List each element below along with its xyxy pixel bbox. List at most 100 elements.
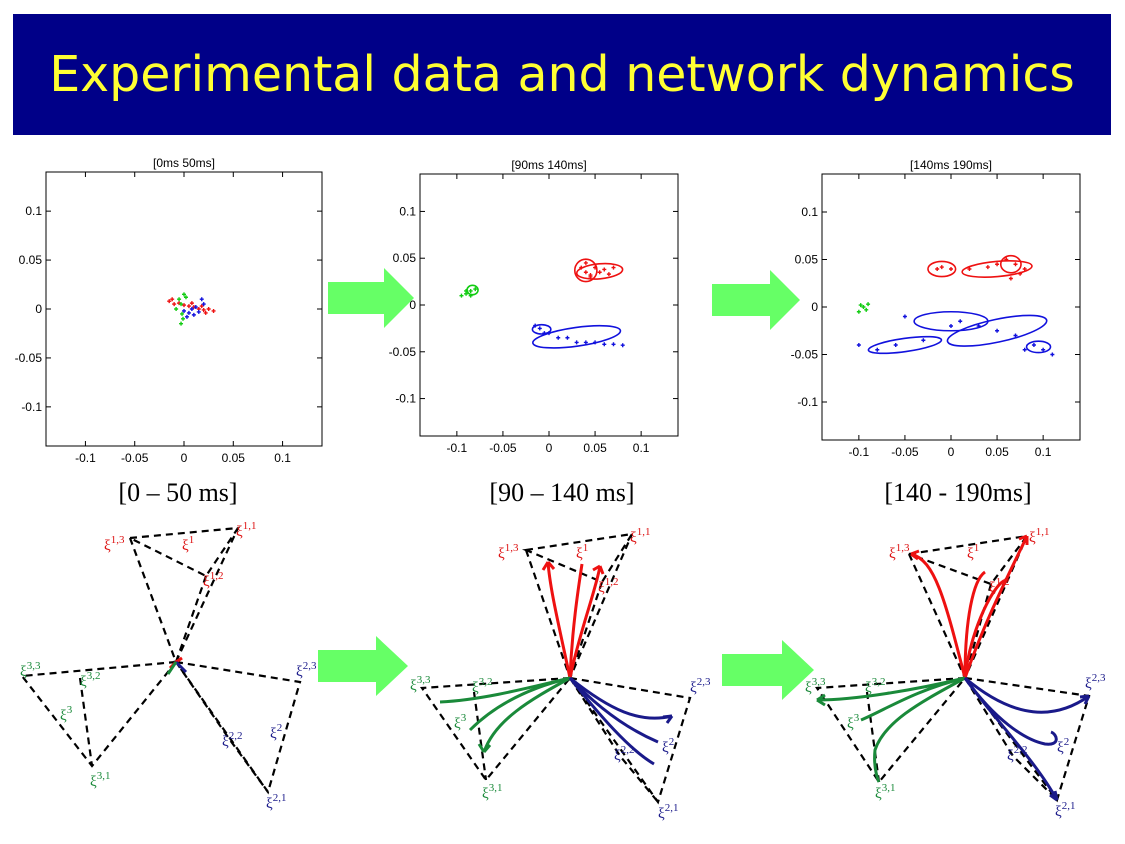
range-label-3: [140 - 190ms]	[884, 478, 1032, 507]
label-xi3: ξ3	[454, 712, 467, 732]
data-point	[893, 343, 898, 347]
data-point	[606, 272, 611, 277]
data-point	[1013, 333, 1018, 338]
data-point	[995, 262, 1000, 267]
data-point	[976, 324, 981, 328]
data-point	[579, 265, 584, 270]
arrow-right-icon	[722, 640, 814, 700]
label-xi31: ξ3,1	[90, 770, 110, 790]
label-xi2: ξ2	[1057, 736, 1069, 756]
label-xi12: ξ1,2	[203, 570, 223, 590]
label-xi21: ξ2,1	[1055, 800, 1075, 820]
data-point	[199, 297, 204, 302]
data-point	[542, 331, 547, 336]
chart-title: [90ms 140ms]	[511, 158, 586, 172]
network-diagram-1: ξ1,3 ξ1 ξ1,1 ξ1,2 ξ3,3 ξ3,2 ξ3 ξ3,1 ξ2,3…	[19, 520, 317, 812]
y-tick-label: 0.05	[795, 253, 819, 267]
chart-title: [140ms 190ms]	[910, 158, 992, 172]
label-xi31: ξ3,1	[482, 782, 502, 802]
label-xi11: ξ1,1	[1029, 526, 1049, 546]
y-tick-label: -0.1	[395, 392, 416, 406]
data-point	[1018, 271, 1023, 276]
x-tick-label: 0	[181, 451, 188, 465]
label-xi21: ξ2,1	[266, 792, 286, 812]
x-tick-label: -0.1	[75, 451, 96, 465]
y-tick-label: 0.05	[393, 251, 417, 265]
cluster-ellipse	[1025, 340, 1052, 354]
data-point	[866, 302, 871, 307]
y-tick-label: 0.1	[801, 205, 818, 219]
data-point	[468, 288, 473, 293]
y-tick-label: 0	[811, 300, 818, 314]
data-point	[182, 292, 186, 297]
data-point	[182, 308, 186, 313]
y-tick-label: -0.05	[791, 348, 819, 362]
data-point	[939, 265, 944, 270]
cluster-ellipse	[999, 254, 1022, 274]
x-tick-label: 0.1	[1035, 445, 1052, 459]
network-diagram-2: ξ1,3 ξ1 ξ1,1 ξ1,2 ξ3,3 ξ3,2 ξ3 ξ3,1 ξ2,3…	[410, 526, 711, 822]
label-xi2: ξ2	[662, 736, 674, 756]
data-point	[468, 293, 473, 298]
data-point	[184, 314, 189, 319]
data-point	[858, 303, 863, 308]
data-point	[597, 270, 602, 275]
data-point	[620, 343, 625, 348]
x-tick-label: 0.05	[985, 445, 1009, 459]
label-xi1: ξ1	[182, 534, 194, 554]
data-point	[583, 340, 588, 345]
range-label-1: [0 – 50 ms]	[118, 478, 238, 507]
x-tick-label: 0	[948, 445, 955, 459]
data-point	[191, 312, 196, 317]
y-tick-label: -0.1	[21, 400, 42, 414]
label-xi3: ξ3	[60, 704, 73, 724]
data-point	[189, 307, 194, 311]
data-point	[967, 267, 972, 271]
data-point	[856, 309, 861, 314]
data-point	[547, 331, 551, 336]
data-point	[1022, 267, 1027, 271]
data-point	[172, 302, 177, 307]
data-point	[203, 310, 208, 315]
data-point	[459, 293, 464, 298]
data-point	[174, 307, 179, 311]
x-tick-label: 0.05	[583, 441, 607, 455]
label-xi1: ξ1	[576, 542, 588, 562]
data-point	[1008, 276, 1013, 281]
data-point	[181, 316, 186, 321]
data-point	[206, 307, 211, 311]
data-point	[186, 310, 191, 315]
data-point	[875, 347, 880, 352]
cluster-ellipse	[531, 323, 552, 335]
x-tick-label: -0.05	[489, 441, 517, 455]
label-xi33: ξ3,3	[805, 676, 826, 696]
cluster-ellipse	[927, 260, 957, 278]
label-xi32: ξ3,2	[865, 676, 885, 696]
label-xi11: ξ1,1	[630, 526, 650, 546]
data-point	[196, 309, 201, 314]
data-point	[177, 297, 182, 302]
data-point	[189, 301, 194, 306]
cluster-ellipse	[946, 314, 1048, 347]
label-xi13: ξ1,3	[498, 542, 519, 562]
data-point	[170, 297, 175, 302]
cluster-ellipse	[532, 324, 622, 349]
data-point	[588, 274, 593, 279]
cluster-ellipse	[961, 260, 1033, 278]
data-point	[583, 260, 588, 265]
cluster-ellipse	[574, 258, 598, 283]
cluster-ellipse	[466, 284, 479, 296]
x-tick-label: -0.05	[121, 451, 149, 465]
x-tick-label: 0.1	[274, 451, 291, 465]
x-tick-label: 0.05	[222, 451, 246, 465]
data-point	[583, 270, 588, 275]
data-point	[611, 342, 616, 347]
title-bar: Experimental data and network dynamics	[13, 14, 1111, 135]
y-tick-label: -0.05	[389, 345, 417, 359]
data-point	[211, 308, 216, 313]
plot-area	[419, 173, 679, 437]
